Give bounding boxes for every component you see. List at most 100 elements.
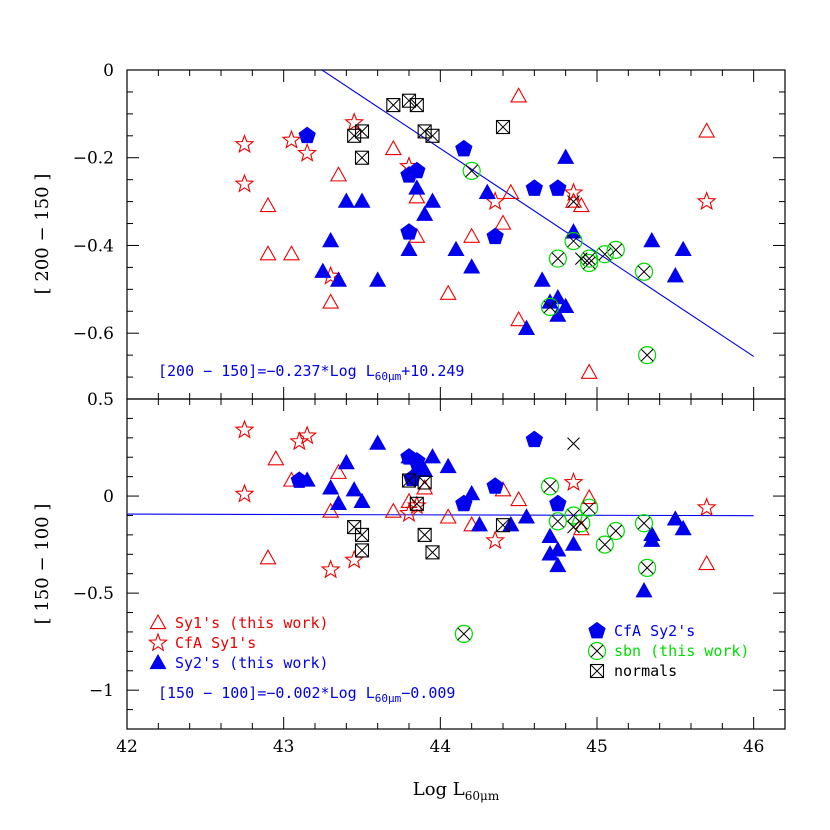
legend-marker-star-open	[147, 632, 169, 652]
data-point-triangle-filled	[314, 262, 332, 278]
data-point-pentagon-filled	[290, 471, 309, 488]
data-point-star-open	[696, 191, 717, 211]
data-point-triangle-open	[416, 479, 434, 495]
data-point-star-open	[289, 431, 310, 451]
data-point-circle-x	[564, 231, 583, 251]
data-point-star-open	[485, 530, 506, 550]
data-point-star-open	[344, 112, 365, 132]
legend-marker-triangle-open	[149, 613, 167, 630]
data-point-triangle-filled	[643, 531, 661, 547]
data-point-triangle-filled	[549, 556, 567, 573]
y-tick-label: −0.6	[73, 324, 114, 344]
data-point-triangle-open	[329, 166, 348, 182]
data-point-star-open	[563, 471, 584, 492]
data-point-triangle-open	[580, 488, 598, 505]
data-point-triangle-filled	[517, 319, 536, 335]
data-point-circle-x	[638, 346, 657, 365]
data-point-triangle-filled	[643, 231, 661, 248]
data-points	[234, 87, 717, 643]
data-point-x	[567, 195, 580, 208]
y-tick-label: −1	[89, 681, 114, 701]
data-point-star-open	[281, 129, 302, 149]
data-point-star-open	[696, 497, 717, 517]
data-point-pentagon-filled	[408, 452, 426, 469]
data-point-square-x	[354, 543, 370, 558]
x-axis-title: Log L60μm	[413, 779, 500, 803]
legend-label: sbn (this work)	[614, 642, 749, 660]
legend-label: Sy2's (this work)	[175, 654, 329, 672]
data-point-triangle-filled	[564, 223, 583, 239]
y-tick-label: −0.2	[73, 149, 114, 169]
data-point-triangle-filled	[322, 231, 340, 248]
legend-marker-pentagon-filled	[588, 621, 606, 639]
data-point-x	[574, 252, 588, 266]
data-point-square-x	[425, 545, 440, 560]
data-point-triangle-filled	[666, 510, 684, 526]
data-point-triangle-filled	[549, 288, 567, 305]
y-tick-label: 0.5	[87, 390, 114, 410]
data-point-circle-x	[540, 477, 560, 496]
data-point-square-x	[495, 518, 511, 533]
data-point-star-open	[234, 134, 255, 154]
data-point-triangle-filled	[416, 205, 434, 221]
data-point-pentagon-filled	[549, 179, 567, 196]
top-fit-line	[321, 70, 754, 357]
data-point-triangle-filled	[478, 183, 496, 199]
y-tick-label: 0	[103, 487, 114, 507]
data-point-triangle-filled	[439, 457, 457, 474]
data-point-triangle-filled	[463, 484, 481, 501]
data-point-square-x	[409, 496, 424, 511]
data-point-triangle-filled	[674, 240, 692, 257]
data-point-square-x	[386, 98, 401, 113]
legend-marker-square-x	[589, 663, 605, 679]
data-point-square-x	[409, 98, 424, 113]
data-point-triangle-open	[282, 245, 301, 261]
data-point-pentagon-filled	[408, 161, 426, 179]
data-point-triangle-open	[580, 363, 598, 379]
data-point-triangle-open	[384, 502, 402, 518]
data-point-triangle-open	[259, 549, 277, 565]
data-point-triangle-open	[510, 87, 528, 103]
data-point-star-open	[297, 425, 318, 445]
bottom-panel-frame	[126, 398, 786, 730]
data-point-circle-x	[606, 521, 625, 541]
tick-marks	[126, 69, 786, 730]
data-point-triangle-filled	[549, 541, 567, 557]
data-point-triangle-filled	[666, 267, 684, 283]
data-point-circle-x	[548, 249, 567, 268]
legend-marker-triangle-filled	[149, 653, 167, 670]
data-point-square-x	[354, 150, 370, 165]
data-point-square-x	[417, 475, 432, 490]
data-point-triangle-open	[439, 284, 457, 300]
data-point-pentagon-filled	[486, 227, 504, 245]
data-point-star-open	[234, 483, 255, 503]
data-point-triangle-filled	[337, 453, 355, 470]
data-point-square-x	[401, 93, 417, 108]
data-point-triangle-open	[510, 490, 528, 507]
x-tick-label: 42	[116, 737, 138, 757]
data-point-circle-x	[580, 253, 599, 273]
data-point-triangle-filled	[557, 297, 575, 314]
data-point-circle-x	[638, 558, 657, 577]
data-point-triangle-open	[259, 196, 277, 213]
data-point-pentagon-filled	[525, 179, 544, 196]
data-point-triangle-filled	[369, 271, 387, 287]
legend-label: CfA Sy1's	[175, 634, 256, 652]
data-point-triangle-open	[564, 192, 583, 208]
data-point-star-open	[320, 559, 341, 579]
data-point-x	[567, 437, 580, 451]
data-point-triangle-open	[510, 310, 528, 327]
data-point-square-x	[401, 473, 417, 488]
x-tick-label: 43	[273, 737, 295, 757]
data-point-circle-x	[572, 514, 591, 533]
data-point-star-open	[344, 549, 365, 569]
data-point-star-open	[234, 419, 255, 439]
data-point-square-x	[495, 119, 511, 135]
data-point-square-x	[354, 527, 370, 542]
data-point-pentagon-filled	[455, 494, 473, 512]
top-fit-equation-subscript: 60μm	[375, 370, 402, 383]
data-point-circle-x	[634, 514, 654, 533]
data-point-triangle-open	[322, 502, 340, 518]
data-point-triangle-filled	[408, 179, 426, 195]
